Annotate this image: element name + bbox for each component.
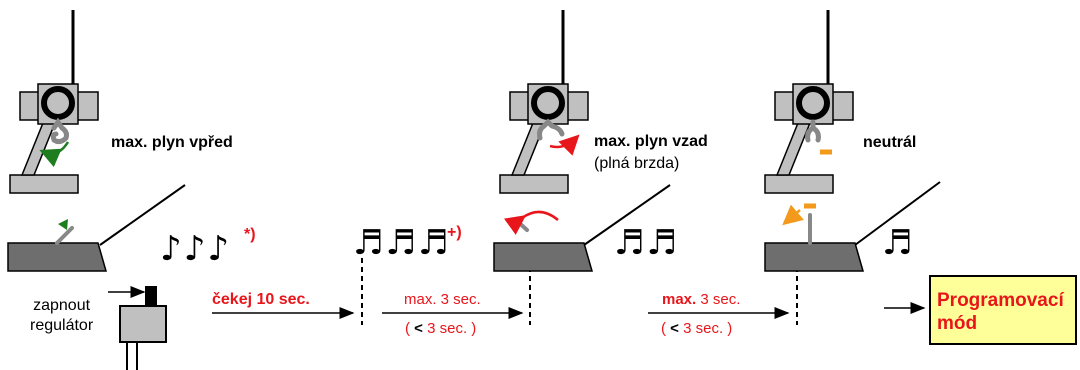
transmitter-3-icon [764, 10, 854, 194]
step-neutral-label: neutrál [863, 134, 917, 151]
less-3s-2-prefix: ( [661, 320, 671, 337]
transmitter-1-icon [9, 10, 99, 194]
less-3s-1-symbol: < [414, 320, 423, 337]
car-2-icon [493, 184, 671, 272]
less-3s-2-suffix: 3 sec. ) [678, 320, 733, 337]
car-3-icon [764, 181, 941, 272]
beep-notes-2: ♬♬♬ [353, 223, 451, 263]
less-3s-label-1: ( < 3 sec. ) [405, 320, 476, 337]
programming-mode-text: Programovací mód [937, 290, 1064, 334]
less-3s-1-prefix: ( [405, 320, 415, 337]
step-forward-label: max. plyn vpřed [111, 134, 233, 151]
wait-10s-label: čekej 10 sec. [212, 291, 310, 308]
arrow-wait-10s [212, 258, 363, 325]
transmitter-2-icon [499, 10, 589, 194]
max-3s-label-2: max. 3 sec. [662, 291, 740, 308]
beep-notes-1: ♪♪♪ [160, 229, 232, 269]
beep-notes-3: ♬♬ [614, 223, 679, 263]
max-3s-2-bold: max. [662, 291, 697, 308]
less-3s-label-2: ( < 3 sec. ) [661, 320, 732, 337]
less-3s-1-suffix: 3 sec. ) [422, 320, 477, 337]
power-on-line2: regulátor [30, 317, 94, 334]
beep-mark-2: +) [447, 224, 462, 241]
beep-mark-1: *) [244, 226, 256, 243]
step-reverse-label: max. plyn vzad [594, 133, 708, 150]
programming-mode-box: Programovací mód [929, 275, 1077, 345]
car-1-icon [7, 184, 186, 272]
power-on-line1: zapnout [33, 297, 91, 314]
power-on-label: zapnout regulátor [30, 296, 93, 336]
beep-notes-4: ♬ [882, 223, 915, 263]
less-3s-2-symbol: < [670, 320, 679, 337]
max-3s-2-rest: 3 sec. [696, 291, 741, 308]
step-reverse-sublabel: (plná brzda) [594, 155, 680, 172]
max-3s-label-1: max. 3 sec. [404, 291, 481, 308]
esc-power-icon [108, 286, 167, 370]
